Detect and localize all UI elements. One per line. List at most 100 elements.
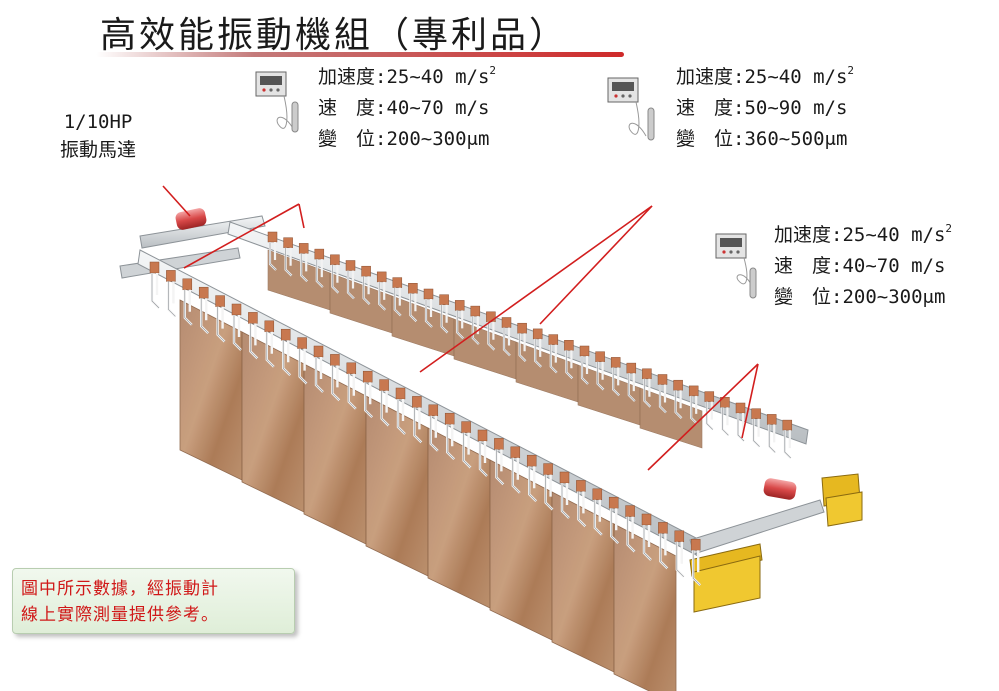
copper-bar <box>751 408 761 419</box>
copper-bar <box>454 300 465 311</box>
spring-clip-edge <box>266 331 275 368</box>
hanging-plate <box>241 331 305 513</box>
copper-bar <box>362 370 373 383</box>
copper-bar <box>408 283 418 294</box>
spring-clip-edge <box>659 384 667 413</box>
spring-clip-edge <box>410 293 417 322</box>
copper-bar <box>439 294 449 305</box>
spring-clip-edge <box>488 321 495 351</box>
spring-clip-edge <box>441 304 448 333</box>
copper-bar <box>313 345 324 358</box>
copper-bar <box>592 488 603 501</box>
copper-bar <box>297 337 307 349</box>
copper-bar <box>280 328 291 341</box>
copper-bar <box>673 379 683 391</box>
copper-bar <box>501 317 512 328</box>
spring-clip-edge <box>675 390 682 419</box>
spring-clip-edge <box>512 457 521 494</box>
callout-meter-2b <box>539 205 653 325</box>
spring-clip-edge <box>519 333 526 362</box>
spring-clip-edge <box>397 399 406 435</box>
copper-bar <box>674 530 685 543</box>
copper-bar <box>625 505 635 517</box>
copper-bar <box>690 538 701 551</box>
copper-bar <box>579 345 590 357</box>
copper-bar <box>182 278 193 291</box>
callout-motor <box>162 185 191 217</box>
spring-clip-edge <box>550 344 558 373</box>
copper-bar <box>345 260 356 271</box>
copper-bar <box>428 404 439 417</box>
spring-clip-edge <box>737 413 745 442</box>
copper-bar <box>264 320 275 333</box>
spring-clip-edge <box>578 491 586 527</box>
spring-clip-edge <box>463 432 471 468</box>
copper-bar <box>564 340 574 351</box>
copper-bar <box>395 387 406 400</box>
spec-disp-row: 變 位:200~300μm <box>318 128 490 150</box>
hanging-plate <box>551 491 615 673</box>
copper-bar <box>283 237 293 248</box>
spring-clip-edge <box>692 550 701 586</box>
spring-clip-edge <box>660 533 668 569</box>
copper-bar <box>376 271 387 283</box>
spring-clip-edge <box>706 401 714 430</box>
spring-clip-edge <box>316 259 324 288</box>
hanging-plate <box>489 459 553 641</box>
vibration-motor-icon <box>175 208 797 500</box>
copper-bar <box>330 354 340 366</box>
spec-accel-row: 加速度:25~40 m/s2 <box>774 222 953 246</box>
spring-clip-edge <box>414 407 422 443</box>
spring-clip <box>167 281 177 318</box>
copper-bar <box>379 379 389 391</box>
copper-bar <box>610 357 621 368</box>
spring-clip-edge <box>315 357 324 393</box>
spring-clip-edge <box>269 242 277 271</box>
spring-clip-edge <box>472 316 480 345</box>
spring-clip-edge <box>200 298 209 334</box>
spring-clip-edge <box>612 367 620 396</box>
note-line-2: 線上實際測量提供參考。 <box>21 605 219 625</box>
spring-clip-edge <box>446 424 455 460</box>
copper-bar <box>517 322 527 334</box>
copper-bar <box>543 463 553 475</box>
copper-bar <box>642 368 652 380</box>
spring-clip <box>150 273 160 309</box>
spring-clip-edge <box>425 299 433 328</box>
spring-clip-edge <box>628 373 636 402</box>
spring-clip-edge <box>690 395 698 425</box>
copper-bar <box>548 334 559 345</box>
spec-speed-row: 速 度:40~70 m/s <box>774 255 946 277</box>
copper-bar <box>559 471 570 484</box>
motor-name: 振動馬達 <box>60 139 137 161</box>
hanging-plates <box>179 249 703 691</box>
spring-clip-edge <box>594 499 603 536</box>
spring-clip-edge <box>768 424 776 453</box>
copper-bar <box>267 231 278 243</box>
copper-bar <box>412 396 422 408</box>
spring-clip-edge <box>784 430 792 459</box>
copper-bar <box>444 412 455 425</box>
copper-bar <box>704 391 715 402</box>
spring-clip-edge <box>332 365 340 401</box>
spring-clip-edge <box>528 466 537 502</box>
copper-bar <box>641 513 652 526</box>
spring-clip-edge <box>217 306 225 342</box>
copper-bar <box>494 438 504 450</box>
spring-clip-edge <box>299 348 307 384</box>
spring-clip-edge <box>753 418 760 447</box>
hanging-plate <box>179 299 243 481</box>
spring-clip-edge <box>430 415 439 452</box>
page-title: 高效能振動機組（專利品） <box>100 15 569 56</box>
spring-clip-edge <box>534 338 542 368</box>
spring-clip-edge <box>456 310 464 339</box>
spring-clip-edge <box>250 323 258 359</box>
copper-bar <box>198 286 209 299</box>
spec-accel-row: 加速度:25~40 m/s2 <box>318 64 497 88</box>
spec-disp-row: 變 位:200~300μm <box>774 286 946 308</box>
title-underline <box>96 52 624 57</box>
vibration-meter-icon <box>255 71 757 299</box>
spring-clip-edge <box>348 373 357 410</box>
spring-clip-edge <box>643 525 652 561</box>
